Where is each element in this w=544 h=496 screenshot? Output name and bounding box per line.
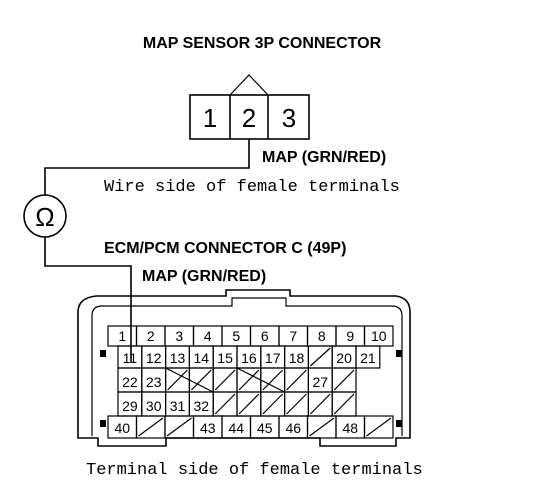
blocked-terminal-slash (262, 393, 284, 415)
terminal-label: 27 (313, 374, 329, 390)
blocked-terminal-slash (214, 393, 236, 415)
ohm-symbol: Ω (35, 202, 54, 232)
latch-mark-right (396, 350, 402, 357)
blocked-terminal-slash (166, 417, 192, 437)
terminal-label: 6 (261, 328, 269, 344)
terminal-label: 10 (371, 328, 387, 344)
terminal-label: 5 (232, 328, 240, 344)
connector-lock-tab (229, 74, 269, 96)
blocked-terminal-cross (165, 367, 214, 393)
ecm-connector-shell (77, 289, 411, 447)
terminal-label: 7 (289, 328, 297, 344)
terminal-label: 46 (285, 420, 301, 436)
terminal-label: 16 (241, 350, 257, 366)
blocked-terminal-slash (262, 369, 284, 391)
blocked-terminal-slash (190, 369, 212, 391)
blocked-terminal-slash (214, 369, 236, 391)
latch-mark-left (100, 350, 106, 357)
blocked-terminal-slash (286, 393, 307, 415)
ecm-view-label: Terminal side of female terminals (86, 461, 423, 480)
blocked-terminal-slash (167, 369, 188, 391)
terminal-label: 2 (147, 328, 155, 344)
blocked-terminal-slash (309, 417, 335, 437)
blocked-terminal-slash (238, 393, 260, 415)
blocked-terminal-slash (309, 347, 331, 367)
ecm-title: ECM/PCM CONNECTOR C (49P) (104, 240, 346, 257)
map-wire-label: MAP (GRN/RED) (262, 149, 386, 166)
terminal-label: 8 (318, 328, 326, 344)
terminal-label: 30 (146, 398, 162, 414)
map-pin-2: 2 (242, 103, 256, 133)
blocked-terminal-slash (286, 369, 307, 391)
terminal-label: 23 (146, 374, 162, 390)
terminal-label: 43 (200, 420, 216, 436)
map-pin-3: 3 (282, 103, 296, 133)
terminal-label: 32 (194, 398, 210, 414)
terminal-label: 9 (346, 328, 354, 344)
blocked-terminal-slash (333, 393, 355, 415)
blocked-terminal-slash (333, 369, 355, 391)
terminal-label: 44 (228, 420, 244, 436)
terminal-label: 12 (146, 350, 162, 366)
terminal-label: 31 (170, 398, 186, 414)
terminal-cell (355, 345, 381, 369)
terminal-label: 45 (257, 420, 273, 436)
terminal-cell (363, 415, 394, 439)
terminal-label: 48 (342, 420, 358, 436)
blocked-terminal-cross (236, 367, 285, 393)
map-pin-1: 1 (203, 103, 217, 133)
terminal-label: 4 (204, 328, 212, 344)
map-sensor-connector: 1 2 3 (189, 74, 310, 140)
terminal-label: 3 (175, 328, 183, 344)
diagram-title: MAP SENSOR 3P CONNECTOR (143, 35, 382, 52)
blocked-terminal-slash (138, 417, 164, 437)
terminal-label: 29 (122, 398, 138, 414)
blocked-terminal-slash (238, 369, 260, 391)
terminal-label: 20 (336, 350, 352, 366)
terminal-label: 22 (122, 374, 138, 390)
terminal-label: 15 (217, 350, 233, 366)
terminal-label: 40 (114, 420, 130, 436)
blocked-terminal-slash (309, 393, 331, 415)
blocked-terminal-slash (366, 417, 392, 437)
terminal-label: 14 (194, 350, 210, 366)
terminal-label: 13 (170, 350, 186, 366)
terminal-label: 17 (265, 350, 281, 366)
terminal-label: 11 (123, 350, 138, 366)
terminal-label: 21 (360, 350, 376, 366)
test-lead: Ω (23, 139, 250, 362)
map-view-label: Wire side of female terminals (104, 178, 400, 197)
terminal-label: 1 (118, 328, 126, 344)
terminal-label: 18 (289, 350, 305, 366)
ecm-wire-label: MAP (GRN/RED) (142, 268, 266, 285)
